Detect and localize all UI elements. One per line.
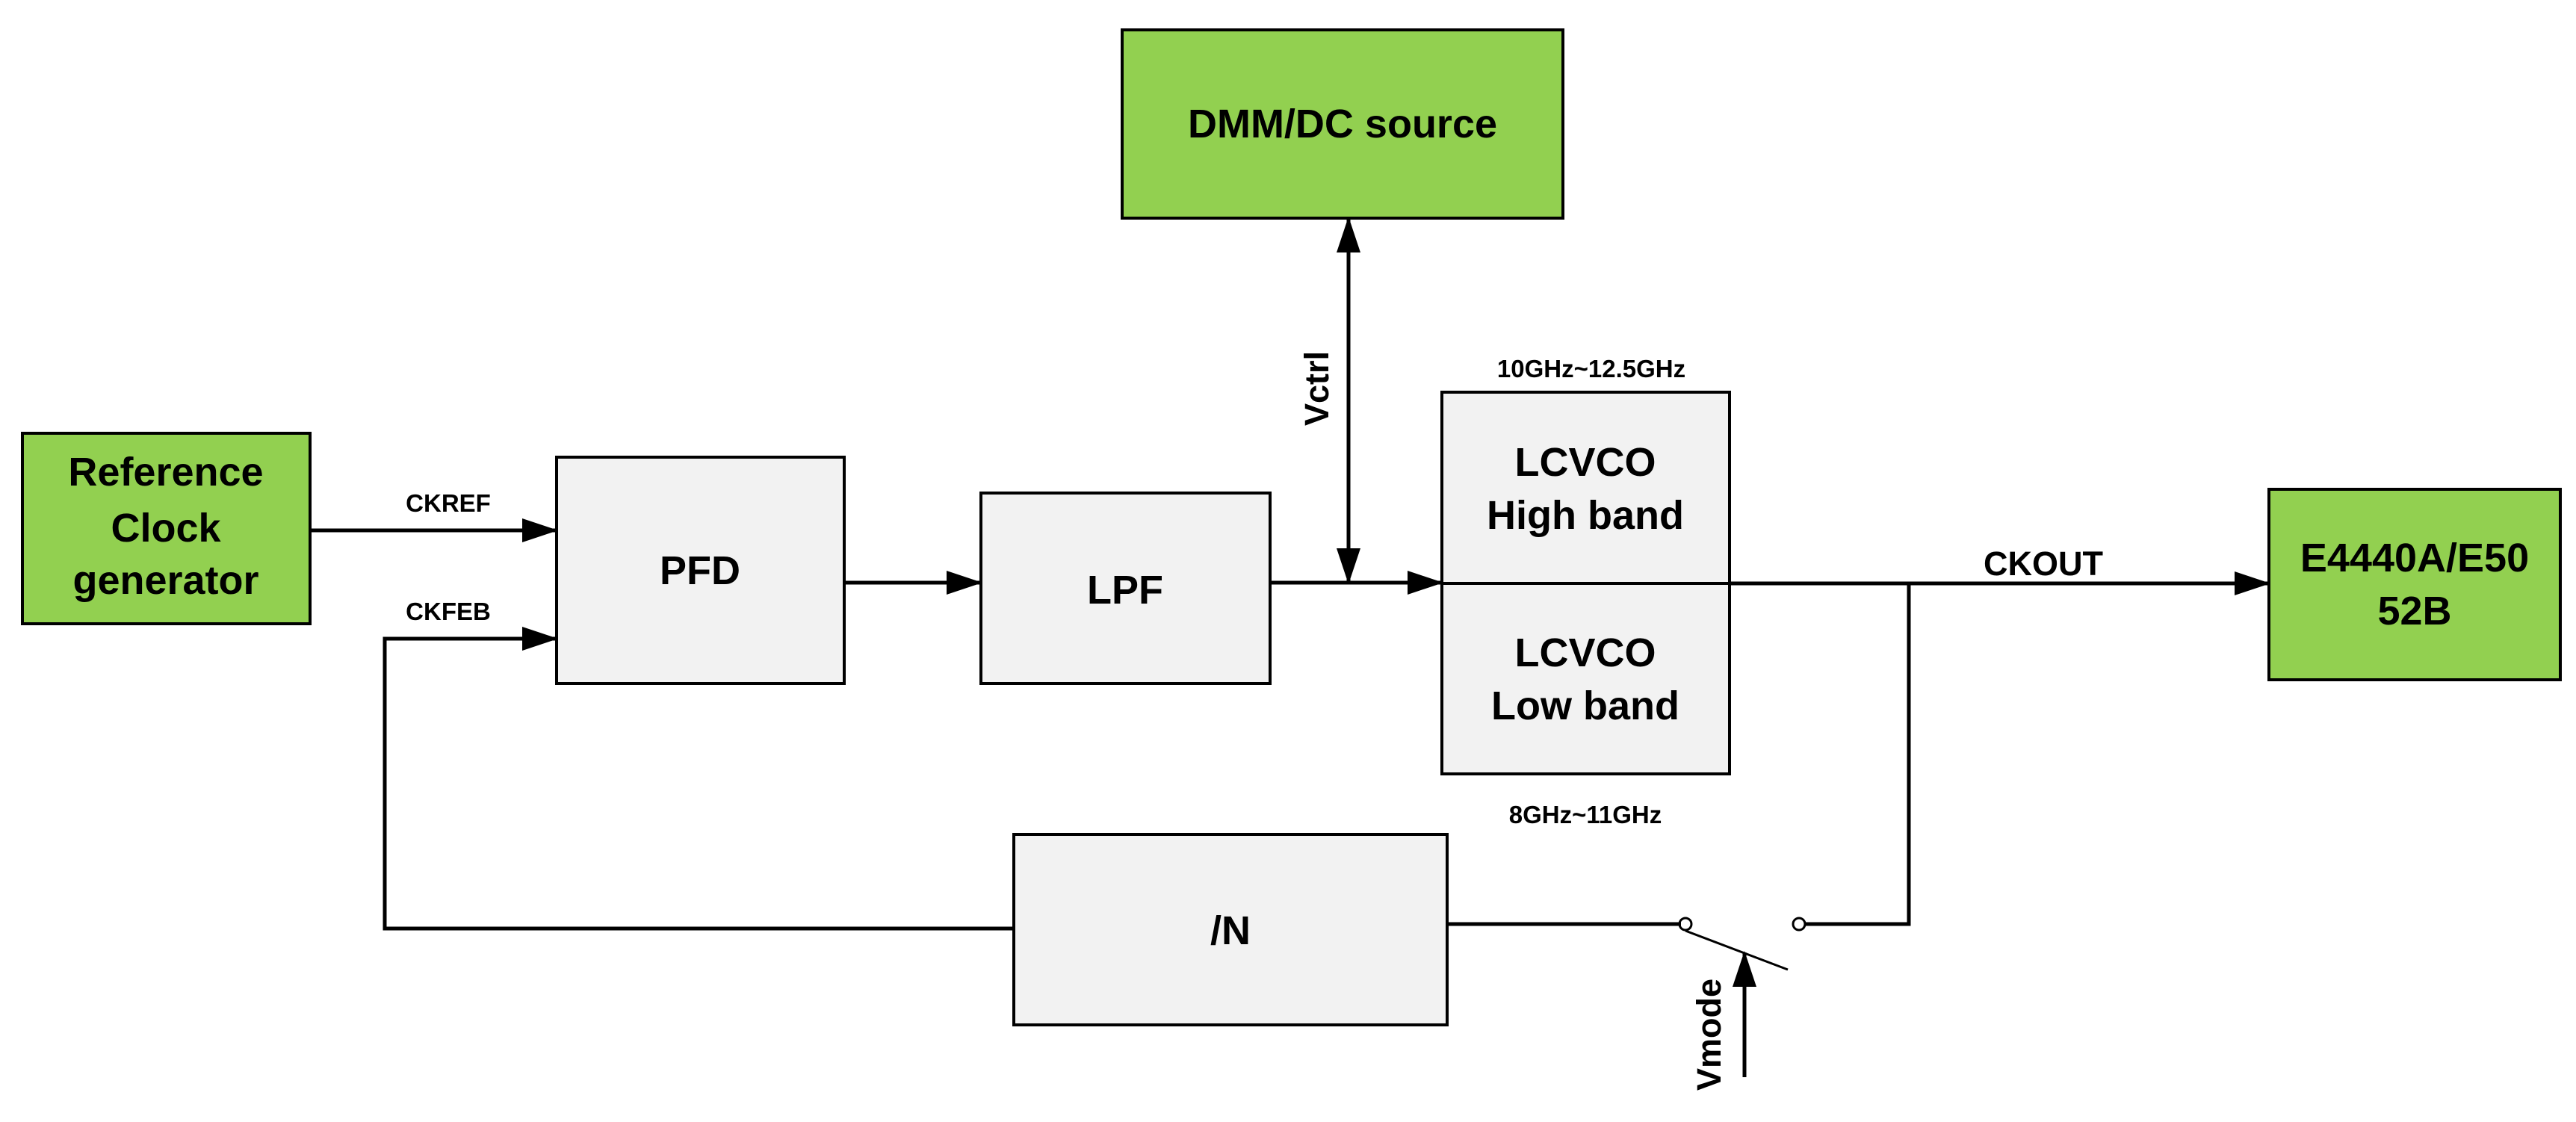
- analyzer-line-2: 52B: [2377, 589, 2451, 633]
- pfd-block: PFD: [555, 456, 846, 685]
- switch-contact-left: [1678, 917, 1693, 932]
- pfd-label: PFD: [660, 548, 740, 593]
- dmm-dc-source-label: DMM/DC source: [1188, 102, 1497, 146]
- reference-clock-block: Reference Clock generator: [21, 432, 312, 625]
- lcvco-low-band-line-1: LCVCO: [1515, 630, 1656, 675]
- mode-switch: [1678, 917, 1806, 1077]
- divider-label: /N: [1210, 908, 1251, 953]
- vctrl-label: Vctrl: [1298, 351, 1336, 426]
- lpf-box: [979, 492, 1272, 685]
- ckfeb-feedback-wire: [383, 627, 1014, 931]
- reference-clock-line-3: generator: [72, 558, 258, 603]
- analyzer-block: E4440A/E50 52B: [2267, 488, 2562, 681]
- reference-clock-line-1: Reference: [68, 450, 263, 495]
- ckfeb-label: CKFEB: [406, 598, 491, 625]
- dmm-dc-source-block: DMM/DC source: [1121, 28, 1564, 220]
- lcvco-low-band-line-2: Low band: [1491, 684, 1679, 728]
- switch-blade: [1685, 929, 1789, 971]
- pfd-box: [555, 456, 846, 685]
- vmode-label: Vmode: [1690, 979, 1728, 1091]
- analyzer-box: [2267, 488, 2562, 681]
- lcvco-high-band-box: [1440, 391, 1731, 585]
- divider-box: [1012, 833, 1449, 1026]
- lcvco-low-band-box: [1440, 582, 1731, 775]
- ckref-label: CKREF: [406, 489, 491, 517]
- lcvco-high-band-line-2: High band: [1487, 493, 1684, 538]
- high-band-range-label: 10GHz~12.5GHz: [1497, 355, 1685, 382]
- lpf-block: LPF: [979, 492, 1272, 685]
- reference-clock-box: [21, 432, 312, 625]
- ckout-label: CKOUT: [1984, 545, 2103, 583]
- analyzer-line-1: E4440A/E50: [2300, 536, 2529, 580]
- reference-clock-line-2: Clock: [111, 506, 221, 551]
- divider-block: /N: [1012, 833, 1449, 1026]
- ckout-tap-wire: [1804, 583, 1911, 926]
- lpf-label: LPF: [1087, 568, 1163, 613]
- switch-contact-right: [1792, 917, 1806, 932]
- low-band-range-label: 8GHz~11GHz: [1509, 801, 1662, 828]
- lcvco-low-band-block: LCVCO Low band: [1440, 582, 1731, 775]
- lcvco-high-band-line-1: LCVCO: [1515, 440, 1656, 485]
- dmm-dc-source-box: [1121, 28, 1564, 220]
- lcvco-high-band-block: LCVCO High band: [1440, 391, 1731, 585]
